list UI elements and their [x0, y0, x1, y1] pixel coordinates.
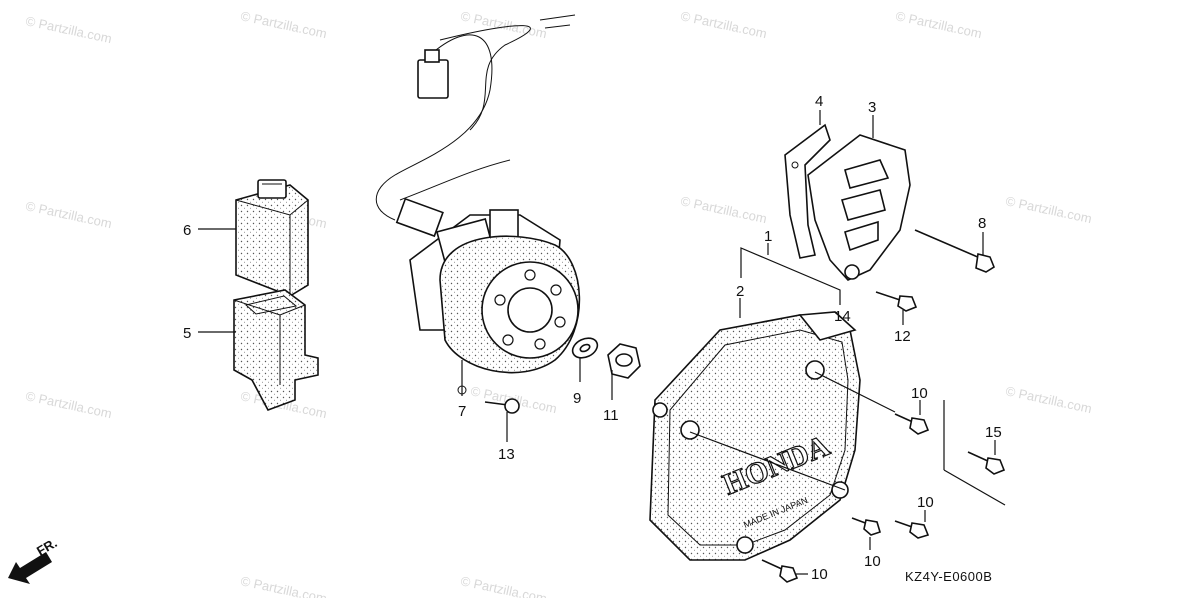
callout-1: 1 [764, 228, 772, 245]
callout-11: 11 [603, 407, 619, 424]
watermark: © Partzilla.com [239, 573, 328, 598]
callout-4: 4 [815, 93, 823, 110]
watermark: © Partzilla.com [894, 8, 983, 41]
callout-10b: 10 [917, 494, 934, 511]
callout-3: 3 [868, 99, 876, 116]
callout-labels: 1 2 3 4 5 6 7 8 9 10 10 10 10 11 12 13 1… [183, 93, 1002, 583]
watermark: © Partzilla.com [679, 8, 768, 41]
front-arrow-icon [8, 552, 52, 584]
cover-bolt-part[interactable] [761, 559, 799, 583]
long-bolt-part[interactable] [914, 229, 995, 273]
control-unit-part[interactable] [235, 179, 309, 297]
watermark: © Partzilla.com [459, 573, 548, 598]
callout-14: 14 [834, 308, 851, 325]
callout-10a: 10 [911, 385, 928, 402]
diagram-code: KZ4Y-E0600B [905, 569, 992, 584]
callout-7: 7 [458, 403, 466, 420]
callout-9: 9 [573, 390, 581, 407]
callout-12: 12 [894, 328, 911, 345]
watermark: © Partzilla.com [679, 193, 768, 226]
washer-part[interactable] [569, 334, 600, 361]
dowel-bolt-part[interactable] [967, 451, 1006, 475]
watermark: © Partzilla.com [24, 13, 113, 46]
cover-bolt-part[interactable] [894, 413, 930, 435]
callout-2: 2 [736, 283, 744, 300]
callout-10d: 10 [811, 566, 828, 583]
watermark: © Partzilla.com [1004, 383, 1093, 416]
callout-8: 8 [978, 215, 986, 232]
cover-bolt-part[interactable] [894, 520, 930, 539]
callout-10c: 10 [864, 553, 881, 570]
alternator-stator-part[interactable] [409, 209, 581, 395]
crankcase-cover-part[interactable]: HONDA MADE IN JAPAN [649, 311, 861, 561]
watermark: © Partzilla.com [24, 198, 113, 231]
watermark: © Partzilla.com [24, 388, 113, 421]
watermark: © Partzilla.com [239, 8, 328, 41]
callout-15: 15 [985, 424, 1002, 441]
flywheel-nut-part[interactable] [607, 343, 641, 379]
bolt-part[interactable] [484, 398, 520, 414]
watermark: © Partzilla.com [1004, 193, 1093, 226]
wire-harness [375, 14, 576, 238]
guard-plate-part[interactable] [807, 134, 911, 281]
front-direction-indicator: FR. [8, 535, 60, 584]
front-arrow-label: FR. [34, 535, 60, 558]
callout-6: 6 [183, 222, 191, 239]
watermark: © Partzilla.com [459, 8, 548, 41]
callout-13: 13 [498, 446, 515, 463]
cover-bolt-part[interactable] [851, 517, 881, 536]
rubber-holder-part[interactable] [233, 289, 319, 411]
callout-5: 5 [183, 325, 191, 342]
bracket-part[interactable] [784, 123, 831, 259]
leader-lines [198, 110, 1006, 575]
flange-bolt-part[interactable] [875, 291, 918, 312]
